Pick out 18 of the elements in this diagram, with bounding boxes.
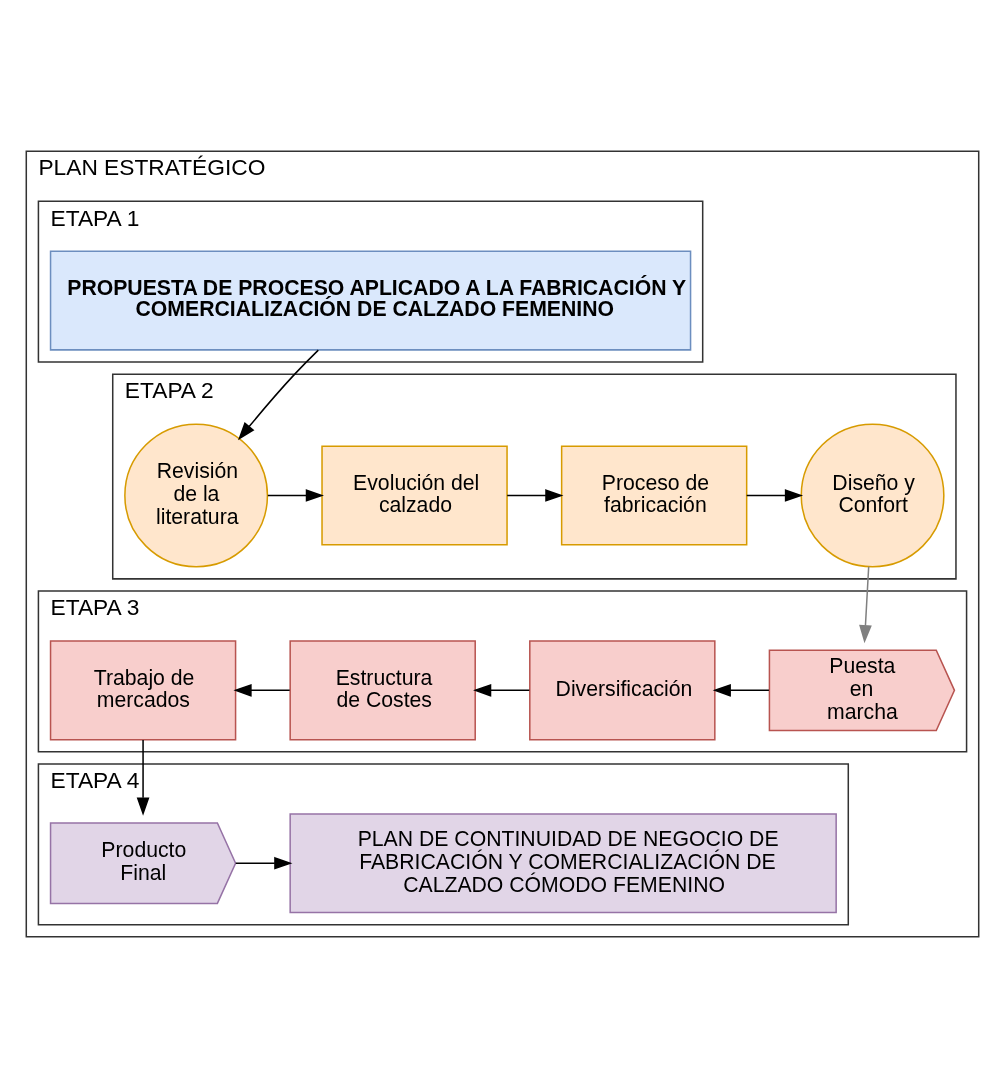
arrow (233, 683, 291, 697)
arrow (136, 739, 150, 816)
arrow (745, 489, 804, 502)
node-box: Estructura de Costes (289, 640, 476, 741)
arrow (712, 683, 770, 697)
arrow (473, 683, 531, 697)
node-box: PLAN DE CONTINUIDAD DE NEGOCIO DE FABRICACIÓN Y COMERCIALIZACIÓN DE CALZADO CÓMODO FEMENINO (289, 813, 837, 914)
node-box: Diversificación (529, 640, 716, 741)
arrow (859, 566, 872, 644)
node-box: PROPUESTA DE PROCESO APLICADO A LA FABRICACIÓN Y COMERCIALIZACIÓN DE CALZADO FEMENINO (49, 250, 692, 351)
node-circle: Diseño y Confort (800, 423, 945, 568)
arrow (506, 489, 564, 502)
arrow (237, 349, 320, 441)
node-box: Proceso de fabricación (560, 445, 748, 546)
node-box: Evolución del calzado (321, 445, 508, 546)
arrow (235, 856, 293, 870)
arrow (267, 489, 324, 502)
node-box: Trabajo de mercados (49, 640, 237, 741)
